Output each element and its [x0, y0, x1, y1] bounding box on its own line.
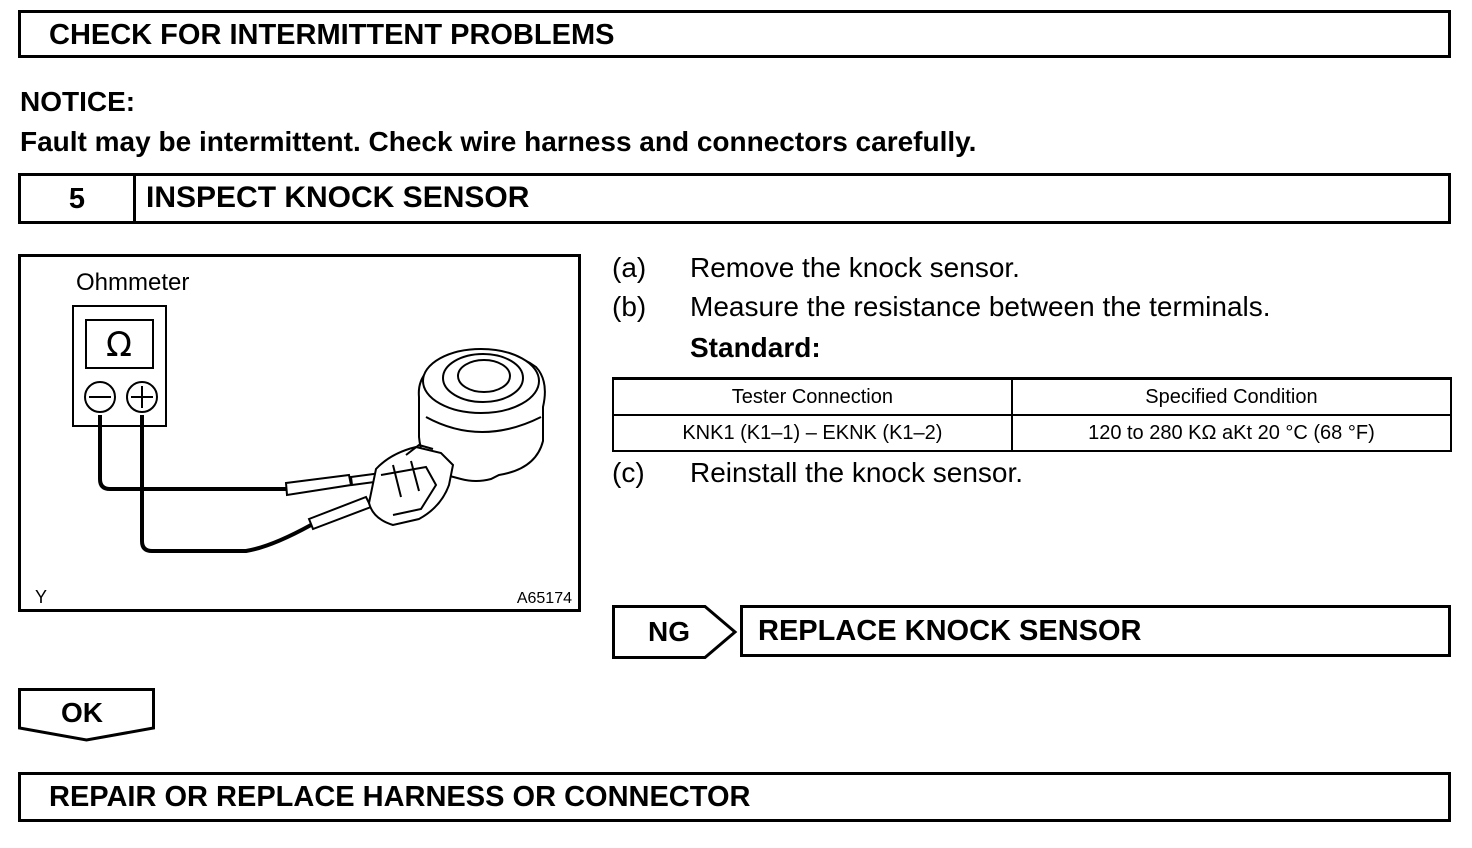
table-header-tester-connection: Tester Connection — [612, 377, 1013, 416]
knock-sensor-icon — [367, 348, 546, 527]
ohmmeter-sensor-drawing: Ω — [35, 269, 572, 607]
standard-label: Standard: — [690, 332, 821, 363]
step-number: 5 — [21, 176, 136, 221]
step-title: INSPECT KNOCK SENSOR — [146, 181, 530, 214]
table-row: KNK1 (K1–1) – EKNK (K1–2) 120 to 280 KΩ … — [612, 414, 1453, 452]
instruction-text-a: Remove the knock sensor. — [690, 252, 1020, 283]
table-cell-condition: 120 to 280 KΩ aKt 20 °C (68 °F) — [1010, 414, 1453, 452]
ng-result-tag: NG — [612, 605, 738, 664]
final-action-box: REPAIR OR REPLACE HARNESS OR CONNECTOR — [18, 772, 1451, 822]
instruction-label-b: (b) — [612, 291, 647, 322]
instruction-label-c: (c) — [612, 457, 645, 488]
section-header-box: CHECK FOR INTERMITTENT PROBLEMS — [18, 10, 1451, 58]
step-header-box: 5 INSPECT KNOCK SENSOR — [18, 173, 1451, 224]
table-header-specified-condition: Specified Condition — [1010, 377, 1453, 416]
table-cell-connection: KNK1 (K1–1) – EKNK (K1–2) — [612, 414, 1013, 452]
omega-symbol: Ω — [106, 325, 132, 365]
notice-text: Fault may be intermittent. Check wire ha… — [20, 126, 977, 157]
knock-sensor-illustration: Ω — [18, 254, 581, 612]
spec-table: Tester Connection Specified Condition KN… — [612, 377, 1453, 452]
notice-title: NOTICE: — [20, 86, 136, 117]
ng-action-box: REPLACE KNOCK SENSOR — [740, 605, 1451, 657]
ok-result-tag: OK — [18, 688, 156, 749]
ng-arrow-icon — [612, 605, 738, 659]
ng-label: NG — [648, 616, 690, 647]
figure-corner-letter: Y — [35, 587, 47, 607]
ohmmeter-display — [85, 319, 154, 369]
instruction-text-c: Reinstall the knock sensor. — [690, 457, 1024, 488]
figure-id: A65174 — [517, 590, 572, 607]
ok-label: OK — [61, 697, 103, 728]
ng-action-text: REPLACE KNOCK SENSOR — [758, 615, 1142, 647]
ohmmeter-label: Ohmmeter — [76, 269, 189, 296]
instruction-label-a: (a) — [612, 252, 647, 283]
final-action-text: REPAIR OR REPLACE HARNESS OR CONNECTOR — [49, 781, 751, 813]
instruction-text-b: Measure the resistance between the termi… — [690, 291, 1271, 322]
table-header-row: Tester Connection Specified Condition — [612, 377, 1453, 416]
section-header-title: CHECK FOR INTERMITTENT PROBLEMS — [49, 19, 615, 51]
ok-arrow-icon — [18, 688, 155, 742]
plus-lead-wire — [140, 415, 312, 553]
minus-lead-wire — [98, 415, 286, 491]
